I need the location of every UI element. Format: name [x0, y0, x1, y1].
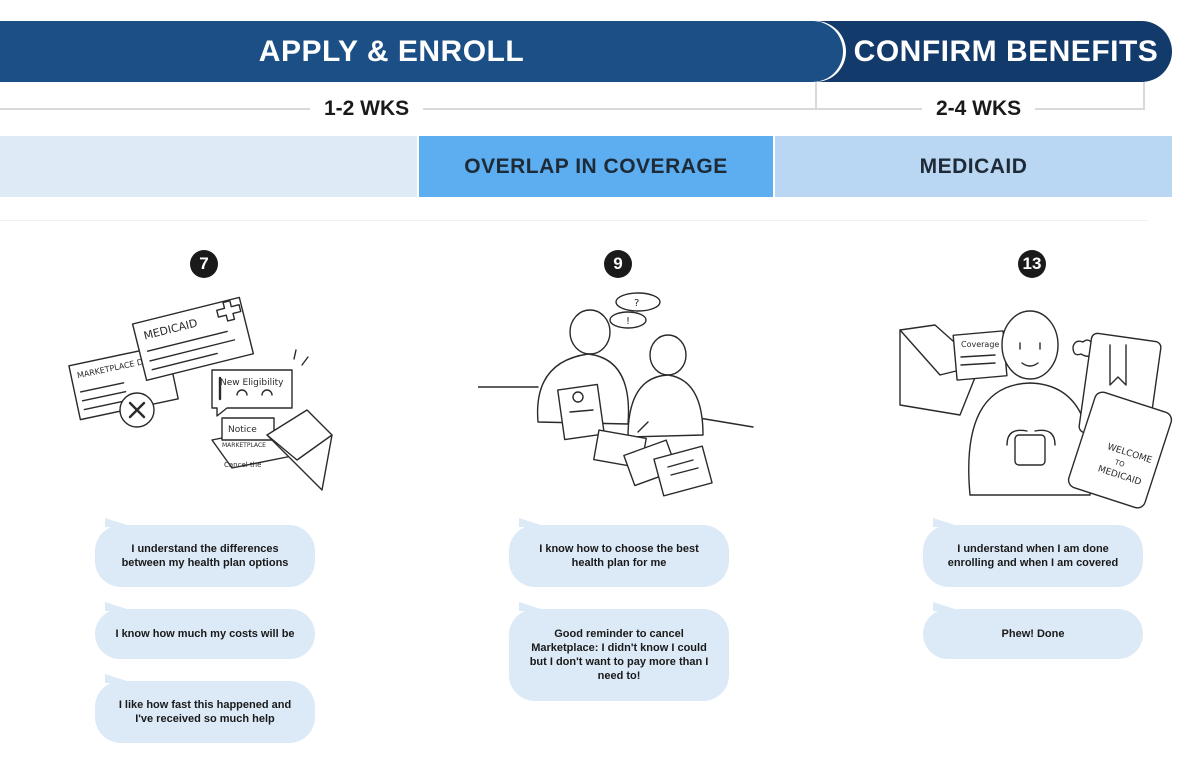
illus-notice-marketplace-text: MARKETPLACE	[222, 442, 266, 449]
phase-apply-label: APPLY & ENROLL	[258, 34, 525, 68]
phase-apply-enroll: APPLY & ENROLL	[0, 21, 843, 82]
illus-notice-text: Notice	[228, 425, 257, 435]
quote-bubble: I understand when I am done enrolling an…	[923, 518, 1143, 587]
duration-confirm: 2-4 WKS	[922, 97, 1036, 121]
illus-cancel-text: Cancel the	[224, 461, 261, 469]
lane-overlap-label: OVERLAP IN COVERAGE	[464, 154, 728, 178]
duration-bracket-confirm-right	[1143, 82, 1145, 110]
step-number-9: 9	[604, 250, 632, 278]
step-number-7: 7	[190, 250, 218, 278]
illus-exclamation: !	[626, 316, 630, 327]
quote-bubble: I understand the differences between my …	[95, 518, 315, 587]
phase-confirm-label: CONFIRM BENEFITS	[853, 34, 1159, 68]
quote-bubble: Good reminder to cancel Marketplace: I d…	[509, 602, 729, 701]
quote-bubble: I know how much my costs will be	[95, 602, 315, 659]
duration-bracket-confirm-left	[815, 82, 817, 110]
lane-medicaid-label: MEDICAID	[919, 154, 1028, 178]
illustration-step-7: MARKETPLACE DISCOUNT MEDICAID New Eligib…	[62, 295, 342, 500]
illus-coverage-text: Coverage	[961, 340, 999, 349]
illus-to-text: TO	[1113, 458, 1126, 469]
lane-pre-coverage	[0, 136, 417, 197]
duration-apply: 1-2 WKS	[310, 97, 424, 121]
phase-confirm-benefits: CONFIRM BENEFITS	[818, 21, 1172, 82]
step-number-13: 13	[1018, 250, 1046, 278]
quote-bubble: I know how to choose the best health pla…	[509, 518, 729, 587]
illustration-step-13: Coverage WELCOME TO MEDICAID	[895, 305, 1175, 510]
divider	[0, 220, 1148, 221]
lane-overlap-in-coverage: OVERLAP IN COVERAGE	[419, 136, 773, 197]
illus-question-mark: ?	[634, 298, 639, 309]
lane-medicaid: MEDICAID	[775, 136, 1172, 197]
illustration-step-9: ? !	[478, 292, 758, 502]
quote-bubble: Phew! Done	[923, 602, 1143, 659]
quote-bubble: I like how fast this happened and I've r…	[95, 674, 315, 743]
illus-new-eligibility-text: New Eligibility	[220, 378, 284, 388]
